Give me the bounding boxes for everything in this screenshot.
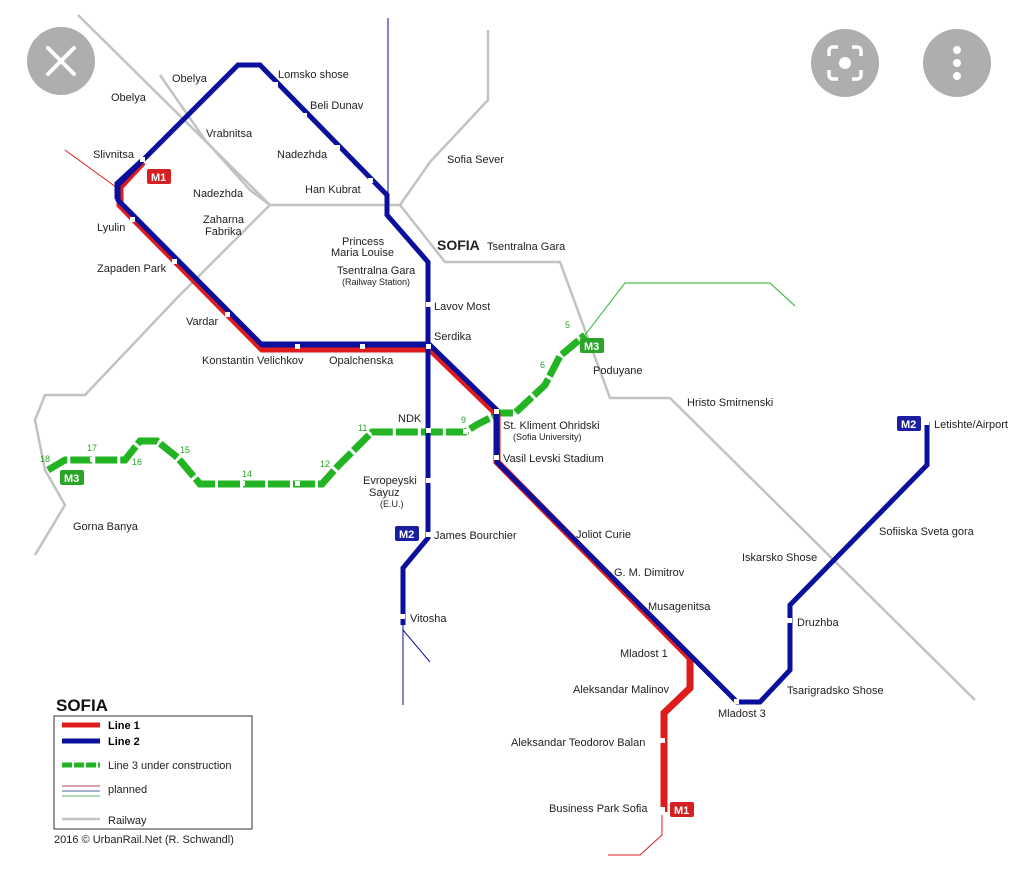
railway-lines bbox=[33, 14, 976, 701]
svg-text:Line 3 under construction: Line 3 under construction bbox=[108, 760, 232, 772]
planned-line-1 bbox=[64, 149, 121, 191]
svg-text:Opalchenska: Opalchenska bbox=[329, 355, 394, 367]
svg-text:Zapaden Park: Zapaden Park bbox=[97, 263, 167, 275]
line-2 bbox=[115, 62, 930, 705]
station-labels: Obelya Obelya Lomsko shose Beli Dunav Vr… bbox=[40, 69, 1008, 815]
svg-text:G. M. Dimitrov: G. M. Dimitrov bbox=[614, 567, 685, 579]
svg-text:11: 11 bbox=[358, 423, 367, 433]
svg-text:5: 5 bbox=[565, 320, 570, 330]
svg-text:Mladost 3: Mladost 3 bbox=[718, 708, 766, 720]
svg-text:14: 14 bbox=[242, 469, 252, 479]
svg-text:Vardar: Vardar bbox=[186, 316, 219, 328]
svg-text:Gorna Banya: Gorna Banya bbox=[73, 521, 139, 533]
svg-text:Joliot Curie: Joliot Curie bbox=[576, 529, 631, 541]
svg-text:Sayuz: Sayuz bbox=[369, 487, 400, 499]
svg-text:Lomsko shose: Lomsko shose bbox=[278, 69, 349, 81]
svg-text:9: 9 bbox=[461, 415, 466, 425]
svg-text:Aleksandar Malinov: Aleksandar Malinov bbox=[573, 684, 669, 696]
svg-text:James Bourchier: James Bourchier bbox=[434, 530, 517, 542]
svg-text:Lavov Most: Lavov Most bbox=[434, 301, 490, 313]
svg-text:Fabrika: Fabrika bbox=[205, 226, 243, 238]
svg-text:Iskarsko Shose: Iskarsko Shose bbox=[742, 552, 817, 564]
svg-text:6: 6 bbox=[540, 360, 545, 370]
svg-text:2016 © UrbanRail.Net (R. Schwa: 2016 © UrbanRail.Net (R. Schwandl) bbox=[54, 834, 234, 846]
svg-text:Musagenitsa: Musagenitsa bbox=[648, 601, 711, 613]
svg-text:SOFIA: SOFIA bbox=[437, 237, 480, 253]
svg-text:Aleksandar Teodorov Balan: Aleksandar Teodorov Balan bbox=[511, 737, 645, 749]
svg-text:St. Kliment Ohridski: St. Kliment Ohridski bbox=[503, 420, 600, 432]
svg-text:18: 18 bbox=[40, 454, 50, 464]
svg-text:Obelya: Obelya bbox=[172, 73, 208, 85]
svg-text:Tsentralna Gara: Tsentralna Gara bbox=[337, 265, 416, 277]
lens-button[interactable] bbox=[811, 29, 879, 97]
svg-text:Hristo Smirnenski: Hristo Smirnenski bbox=[687, 397, 773, 409]
svg-text:Serdika: Serdika bbox=[434, 331, 472, 343]
svg-text:Nadezhda: Nadezhda bbox=[277, 149, 328, 161]
svg-text:Tsentralna Gara: Tsentralna Gara bbox=[487, 241, 566, 253]
svg-text:Railway: Railway bbox=[108, 815, 147, 827]
lens-icon bbox=[827, 45, 863, 81]
close-icon bbox=[46, 46, 76, 76]
svg-text:Nadezhda: Nadezhda bbox=[193, 188, 244, 200]
svg-text:Sofia Sever: Sofia Sever bbox=[447, 154, 504, 166]
svg-text:Vasil Levski Stadium: Vasil Levski Stadium bbox=[503, 453, 604, 465]
svg-text:Princess: Princess bbox=[342, 236, 385, 248]
svg-text:planned: planned bbox=[108, 784, 147, 796]
planned-line-3 bbox=[584, 282, 796, 336]
station-markers bbox=[90, 82, 929, 812]
svg-text:15: 15 bbox=[180, 445, 190, 455]
svg-text:Vrabnitsa: Vrabnitsa bbox=[206, 128, 253, 140]
svg-text:M2: M2 bbox=[901, 419, 916, 431]
svg-text:Line 2: Line 2 bbox=[108, 736, 140, 748]
svg-text:NDK: NDK bbox=[398, 413, 422, 425]
svg-text:SOFIA: SOFIA bbox=[56, 696, 108, 715]
svg-text:(E.U.): (E.U.) bbox=[380, 499, 404, 509]
svg-text:Mladost 1: Mladost 1 bbox=[620, 648, 668, 660]
svg-text:(Sofia University): (Sofia University) bbox=[513, 432, 582, 442]
svg-text:Letishte/Airport: Letishte/Airport bbox=[934, 419, 1008, 431]
svg-text:M3: M3 bbox=[584, 341, 599, 353]
svg-text:Konstantin Velichkov: Konstantin Velichkov bbox=[202, 355, 304, 367]
close-button[interactable] bbox=[27, 27, 95, 95]
svg-text:Vitosha: Vitosha bbox=[410, 613, 447, 625]
svg-text:16: 16 bbox=[132, 457, 142, 467]
svg-text:(Railway Station): (Railway Station) bbox=[342, 277, 410, 287]
svg-text:Business Park Sofia: Business Park Sofia bbox=[549, 803, 648, 815]
line-3 bbox=[46, 332, 588, 488]
svg-text:Zaharna: Zaharna bbox=[203, 214, 245, 226]
svg-text:M2: M2 bbox=[399, 529, 414, 541]
svg-text:Maria Louise: Maria Louise bbox=[331, 247, 394, 259]
svg-text:17: 17 bbox=[87, 443, 97, 453]
more-vert-icon bbox=[953, 46, 961, 80]
svg-text:Evropeyski: Evropeyski bbox=[363, 475, 417, 487]
map-legend: SOFIA Line 1 Line 2 Line 3 under constru… bbox=[53, 696, 253, 846]
svg-text:Tsarigradsko Shose: Tsarigradsko Shose bbox=[787, 685, 884, 697]
svg-text:12: 12 bbox=[320, 459, 330, 469]
svg-text:Beli Dunav: Beli Dunav bbox=[310, 100, 364, 112]
svg-text:Poduyane: Poduyane bbox=[593, 365, 643, 377]
more-options-button[interactable] bbox=[923, 29, 991, 97]
svg-text:M3: M3 bbox=[64, 473, 79, 485]
line-badges: M1 M1 M2 M2 M3 M3 bbox=[60, 169, 921, 817]
svg-text:M1: M1 bbox=[674, 805, 689, 817]
svg-text:Slivnitsa: Slivnitsa bbox=[93, 149, 135, 161]
svg-text:Sofiiska Sveta gora: Sofiiska Sveta gora bbox=[879, 526, 975, 538]
svg-text:Lyulin: Lyulin bbox=[97, 222, 125, 234]
svg-text:Obelya: Obelya bbox=[111, 92, 147, 104]
svg-text:Druzhba: Druzhba bbox=[797, 617, 839, 629]
svg-text:Line 1: Line 1 bbox=[108, 720, 140, 732]
svg-text:Han Kubrat: Han Kubrat bbox=[305, 184, 361, 196]
svg-text:M1: M1 bbox=[151, 172, 166, 184]
